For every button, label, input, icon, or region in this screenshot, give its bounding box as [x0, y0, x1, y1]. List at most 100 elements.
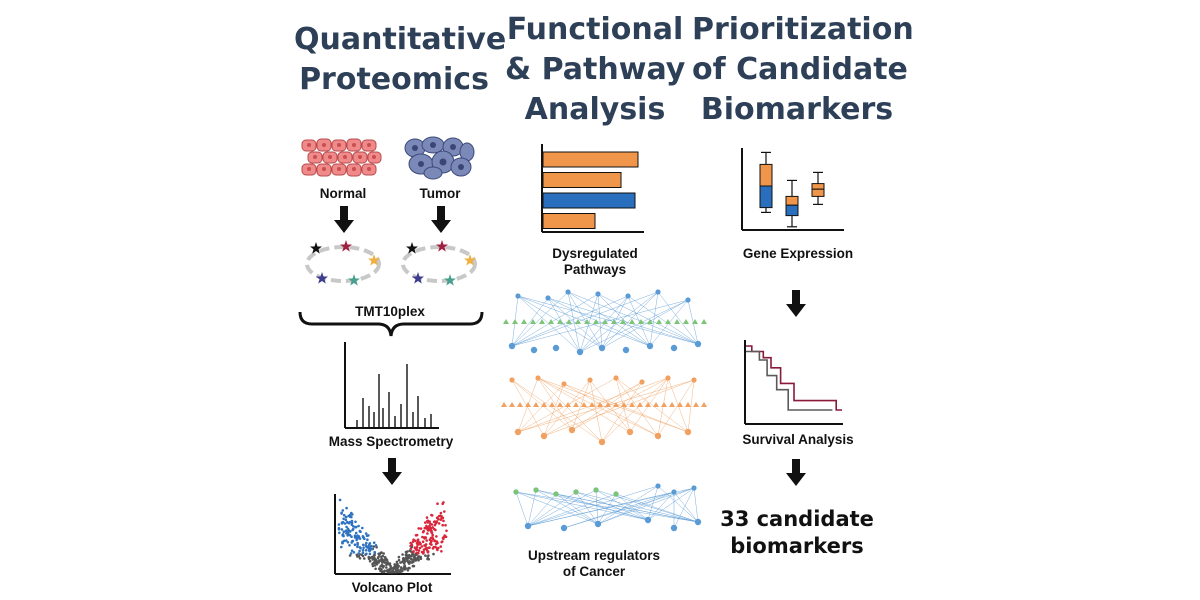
volcano-point	[417, 558, 420, 562]
volcano-point	[428, 529, 432, 532]
label-line: Pathways	[563, 262, 627, 277]
volcano-point	[343, 522, 347, 525]
volcano-point	[340, 545, 343, 549]
volcano-point	[426, 551, 430, 554]
volcano-point	[381, 566, 385, 569]
network-node	[685, 402, 691, 407]
volcano-point	[364, 549, 368, 552]
volcano-point	[345, 539, 348, 542]
volcano-point	[349, 552, 353, 555]
network-edge	[527, 489, 537, 527]
network-node	[540, 432, 548, 440]
network-node	[626, 428, 634, 436]
volcano-point	[436, 546, 440, 550]
network-node	[625, 293, 631, 299]
volcano-point	[436, 516, 439, 519]
volcano-point	[430, 531, 434, 535]
volcano-point	[361, 535, 365, 538]
volcano-point	[381, 554, 385, 558]
network-edge	[535, 489, 599, 525]
network-edge	[597, 491, 675, 525]
network-node	[685, 297, 691, 303]
volcano-point	[394, 570, 398, 574]
star-icon	[348, 274, 360, 286]
volcano-point	[368, 552, 372, 556]
volcano-point	[342, 534, 345, 538]
title-line: Functional	[506, 12, 684, 47]
network-node	[613, 402, 619, 407]
volcano-point	[379, 558, 383, 562]
network-edge	[537, 377, 573, 431]
star-icon	[412, 272, 424, 284]
volcano-point	[372, 541, 376, 544]
bracket-icon	[298, 311, 484, 337]
title-functional-pathway-analysis: Functional & Pathway Analysis	[505, 10, 685, 130]
star-icon	[368, 254, 380, 266]
network-node	[644, 516, 652, 524]
volcano-point	[350, 549, 354, 552]
survival-analysis-label: Survival Analysis	[742, 432, 854, 447]
network-node	[548, 319, 554, 324]
volcano-point	[402, 561, 406, 565]
volcano-plot-label: Volcano Plot	[351, 580, 433, 595]
volcano-point	[374, 544, 378, 547]
survival-curve	[746, 350, 833, 411]
volcano-point	[351, 513, 354, 516]
normal-label: Normal	[319, 186, 367, 201]
volcano-point	[408, 566, 411, 570]
gene-expression-label: Gene Expression	[742, 246, 854, 261]
network-edge	[673, 491, 699, 523]
upstream-regulator-networks	[501, 289, 707, 532]
volcano-point	[408, 560, 412, 564]
network-edge	[547, 297, 603, 349]
volcano-point	[439, 514, 442, 518]
volcano-point	[364, 532, 368, 535]
network-edge	[555, 493, 649, 521]
network-edge	[597, 293, 603, 349]
volcano-point	[426, 557, 429, 561]
box-upper	[759, 163, 773, 187]
network-edge	[579, 291, 659, 353]
network-edge	[517, 295, 699, 345]
network-node	[521, 319, 527, 324]
network-node	[602, 319, 608, 324]
network-node	[513, 489, 519, 495]
volcano-point	[435, 520, 438, 524]
network-edge	[543, 379, 695, 437]
pathway-bar	[542, 192, 636, 209]
labeled-peptides-tumor	[401, 240, 477, 286]
volcano-point	[352, 525, 355, 528]
box-upper	[785, 195, 799, 206]
normal-tissue-icon	[301, 138, 382, 177]
network-node	[514, 428, 522, 436]
network-edge	[563, 383, 689, 433]
volcano-point	[439, 545, 442, 548]
network-blue-nodes	[503, 289, 707, 356]
volcano-point	[352, 551, 356, 554]
tmt10plex-label: TMT10plex	[355, 304, 425, 319]
volcano-point	[346, 541, 350, 544]
volcano-point	[371, 564, 375, 568]
volcano-point	[371, 562, 374, 566]
network-node	[691, 377, 697, 383]
volcano-point	[385, 562, 389, 565]
volcano-point	[359, 530, 362, 533]
network-node	[576, 348, 584, 356]
volcano-point	[439, 511, 443, 515]
volcano-point	[365, 546, 369, 549]
volcano-point	[373, 550, 376, 554]
network-node	[621, 402, 627, 407]
network-node	[613, 375, 619, 381]
volcano-point	[425, 527, 429, 530]
network-node	[670, 344, 678, 352]
volcano-point	[426, 532, 429, 535]
network-edge	[511, 293, 599, 347]
volcano-point	[348, 544, 351, 547]
volcano-point	[417, 555, 420, 558]
network-node	[508, 342, 516, 350]
network-edge	[601, 381, 643, 443]
volcano-point	[415, 548, 419, 551]
network-edge	[511, 379, 573, 431]
volcano-point	[357, 555, 361, 558]
network-node	[647, 319, 653, 324]
